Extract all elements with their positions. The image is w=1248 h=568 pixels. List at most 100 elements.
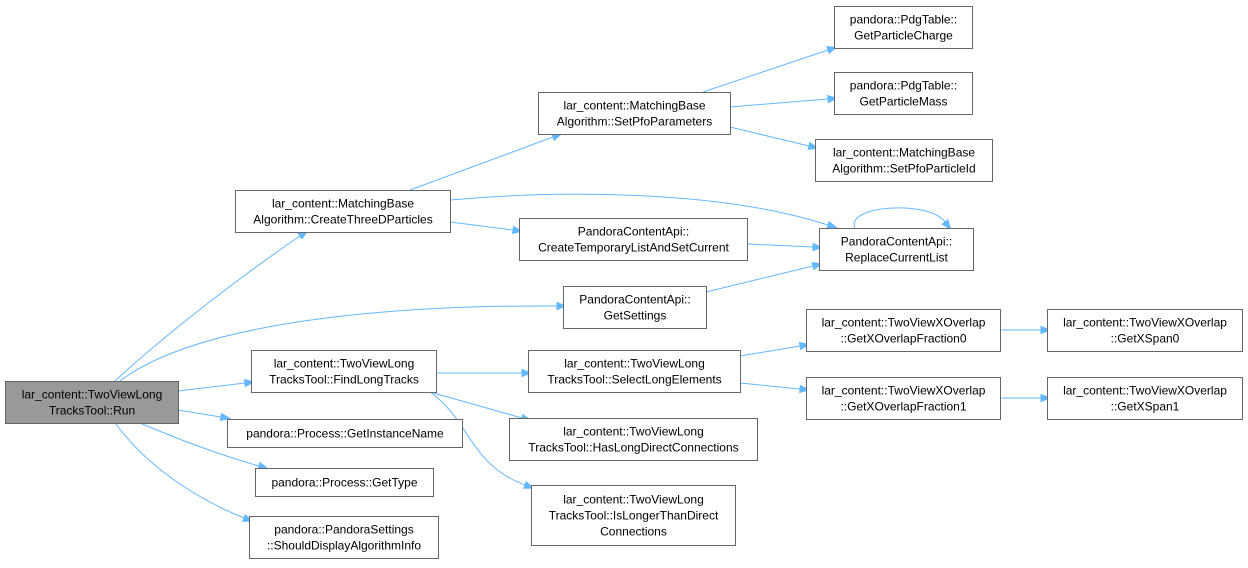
node-label-line: pandora::PandoraSettings <box>274 523 413 537</box>
node-label-line: ::GetXSpan1 <box>1111 400 1180 414</box>
edge-arrowhead <box>827 94 839 104</box>
edge-line <box>114 422 245 519</box>
node-label-line: TracksTool::IsLongerThanDirect <box>549 509 719 523</box>
edge-line <box>409 136 554 191</box>
node-label-line: lar_content::TwoViewLong <box>564 357 705 371</box>
edge-line <box>702 49 829 93</box>
edge-findlong-to-selectlong <box>436 368 533 378</box>
edge-arrowhead <box>244 378 256 388</box>
edge-line <box>119 305 558 382</box>
edge-findlong-to-haslong <box>429 391 532 422</box>
node-box <box>235 190 451 233</box>
node-setpfoid[interactable]: lar_content::MatchingBaseAlgorithm::SetP… <box>815 139 993 182</box>
node-create3d[interactable]: lar_content::MatchingBaseAlgorithm::Crea… <box>235 190 451 233</box>
node-label-line: lar_content::MatchingBase <box>833 146 975 160</box>
node-box <box>251 350 437 393</box>
edge-line <box>429 391 526 486</box>
edge-line <box>449 193 829 226</box>
node-findlong[interactable]: lar_content::TwoViewLongTracksTool::Find… <box>251 350 437 393</box>
node-box <box>834 6 973 49</box>
edge-line <box>177 382 246 392</box>
edge-arrowhead <box>521 368 533 378</box>
edge-arrowhead <box>219 412 232 422</box>
edge-line <box>739 345 801 357</box>
node-haslong[interactable]: lar_content::TwoViewLongTracksTool::HasL… <box>509 418 758 461</box>
edge-line <box>449 221 514 231</box>
node-box <box>538 92 731 135</box>
node-span0[interactable]: lar_content::TwoViewXOverlap::GetXSpan0 <box>1047 309 1243 352</box>
node-label-line: pandora::Process::GetInstanceName <box>246 427 444 441</box>
node-box <box>5 381 179 424</box>
node-showalg[interactable]: pandora::PandoraSettings::ShouldDisplayA… <box>249 516 439 559</box>
edge-line <box>114 235 301 382</box>
node-label-line: PandoraContentApi:: <box>841 235 952 249</box>
node-label-line: GetSettings <box>604 309 667 323</box>
node-label-line: lar_content::TwoViewLong <box>274 357 415 371</box>
edge-create3d-to-setpfoparams <box>409 133 563 191</box>
edge-line <box>429 391 523 419</box>
node-label-line: Algorithm::SetPfoParameters <box>557 115 712 129</box>
node-box <box>255 468 434 497</box>
node-box <box>806 377 1001 420</box>
node-label-line: pandora::PdgTable:: <box>850 79 957 93</box>
node-overlap1[interactable]: lar_content::TwoViewXOverlap::GetXOverla… <box>806 377 1001 420</box>
node-getmass[interactable]: pandora::PdgTable::GetParticleMass <box>834 72 973 115</box>
node-label-line: TracksTool::Run <box>49 404 135 418</box>
node-getsettings[interactable]: PandoraContentApi::GetSettings <box>563 286 707 329</box>
edge-arrowhead <box>799 384 811 394</box>
edge-line <box>139 422 260 467</box>
node-label-line: PandoraContentApi:: <box>578 225 689 239</box>
node-label-line: TracksTool::HasLongDirectConnections <box>528 441 738 455</box>
node-box <box>528 350 741 393</box>
node-selectlong[interactable]: lar_content::TwoViewLongTracksTool::Sele… <box>528 350 741 393</box>
edge-setpfoparams-to-getmass <box>729 94 839 108</box>
node-label-line: GetParticleMass <box>859 95 947 109</box>
node-gettype[interactable]: pandora::Process::GetType <box>255 468 434 497</box>
edge-arrowhead <box>941 218 952 231</box>
node-replace[interactable]: PandoraContentApi::ReplaceCurrentList <box>819 228 974 271</box>
edge-arrowhead <box>1040 393 1052 403</box>
node-setpfoparams[interactable]: lar_content::MatchingBaseAlgorithm::SetP… <box>538 92 731 135</box>
edge-overlap0-to-span0 <box>1000 325 1052 335</box>
node-label-line: lar_content::MatchingBase <box>563 99 705 113</box>
node-box <box>819 228 974 271</box>
edge-selectlong-to-overlap0 <box>739 341 811 357</box>
edge-run-to-findlong <box>177 378 256 392</box>
edge-arrowhead <box>1040 325 1052 335</box>
node-instname[interactable]: pandora::Process::GetInstanceName <box>227 419 463 448</box>
node-label-line: lar_content::TwoViewXOverlap <box>1063 316 1227 330</box>
node-box <box>806 309 1001 352</box>
edge-setpfoparams-to-getcharge <box>702 46 838 93</box>
edge-arrowhead <box>826 220 838 229</box>
node-box <box>815 139 993 182</box>
node-label-line: lar_content::TwoViewXOverlap <box>1063 384 1227 398</box>
edge-selectlong-to-overlap1 <box>739 382 811 394</box>
edge-line <box>705 265 814 293</box>
node-box <box>531 485 736 546</box>
edge-arrowhead <box>511 225 524 235</box>
node-createtemp[interactable]: PandoraContentApi::CreateTemporaryListAn… <box>519 218 748 261</box>
node-label-line: ::ShouldDisplayAlgorithmInfo <box>267 539 421 553</box>
node-getcharge[interactable]: pandora::PdgTable::GetParticleCharge <box>834 6 973 49</box>
node-label-line: Algorithm::SetPfoParticleId <box>832 162 975 176</box>
edge-arrowhead <box>556 301 568 311</box>
edge-line <box>746 243 814 248</box>
node-box <box>563 286 707 329</box>
edge-setpfoparams-to-setpfoid <box>729 126 820 150</box>
node-islonger[interactable]: lar_content::TwoViewLongTracksTool::IsLo… <box>531 485 736 546</box>
node-span1[interactable]: lar_content::TwoViewXOverlap::GetXSpan1 <box>1047 377 1243 420</box>
node-label-line: ReplaceCurrentList <box>845 251 948 265</box>
edge-getsettings-to-replace <box>705 262 824 293</box>
node-label-line: ::GetXOverlapFraction1 <box>840 400 966 414</box>
node-label-line: ::GetXOverlapFraction0 <box>840 332 966 346</box>
node-label-line: lar_content::TwoViewLong <box>563 493 704 507</box>
node-label-line: ::GetXSpan0 <box>1111 332 1180 346</box>
node-label-line: Algorithm::CreateThreeDParticles <box>253 213 432 227</box>
edge-line <box>729 98 829 108</box>
node-label-line: pandora::PdgTable:: <box>850 13 957 27</box>
node-overlap0[interactable]: lar_content::TwoViewXOverlap::GetXOverla… <box>806 309 1001 352</box>
edge-line <box>177 409 222 418</box>
node-label-line: lar_content::MatchingBase <box>272 197 414 211</box>
node-box <box>1047 309 1243 352</box>
